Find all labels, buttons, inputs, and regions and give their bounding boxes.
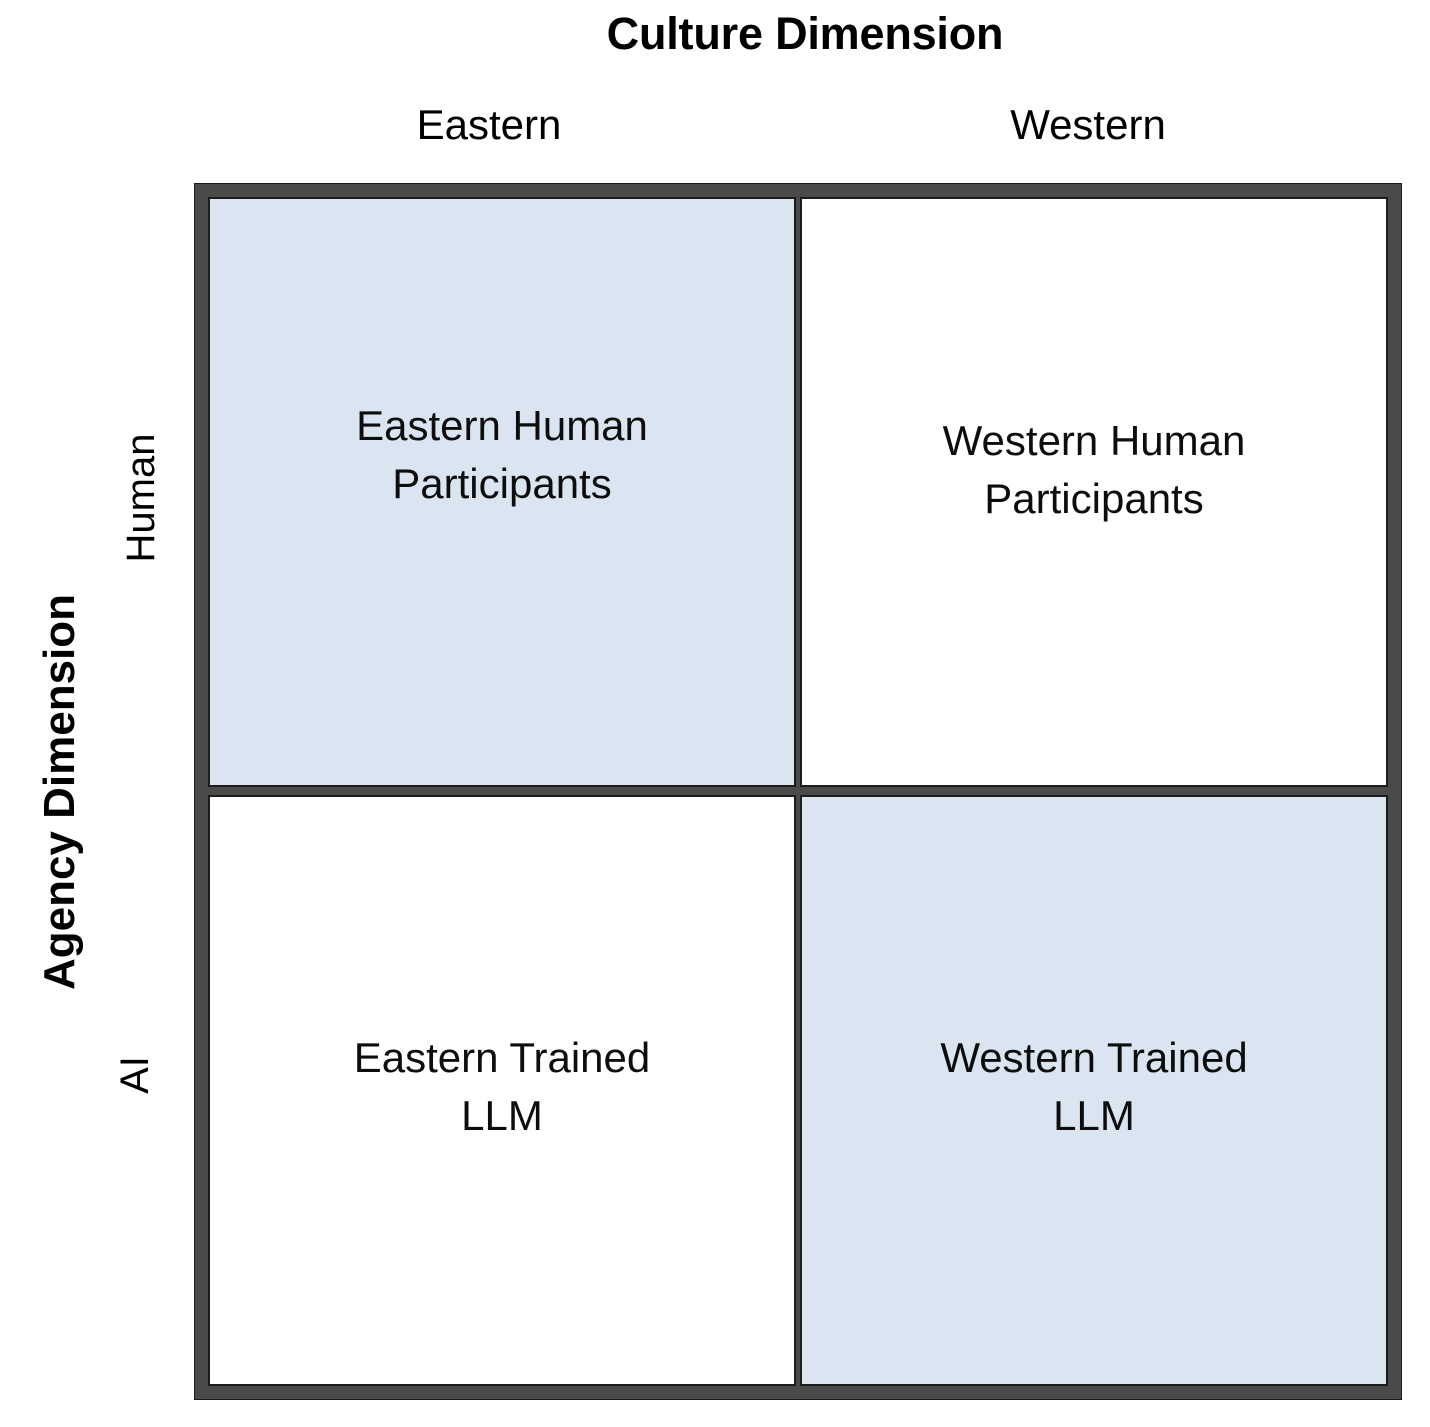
matrix-cell-western-llm[interactable]: Western Trained LLM: [800, 795, 1388, 1386]
matrix-outer-frame: Eastern Human Participants Western Human…: [194, 183, 1402, 1400]
matrix-cell-western-llm-label: Western Trained LLM: [940, 1033, 1248, 1139]
figure-title-text: Culture Dimension: [606, 8, 1004, 59]
row-header-human: Human: [119, 433, 163, 563]
matrix-grid: Eastern Human Participants Western Human…: [208, 197, 1388, 1386]
matrix-cell-western-human-label: Western Human Participants: [942, 417, 1246, 522]
matrix-cell-eastern-human[interactable]: Eastern Human Participants: [208, 197, 796, 787]
column-header-eastern: Eastern: [416, 101, 562, 148]
matrix-cell-eastern-human-label: Eastern Human Participants: [356, 402, 648, 507]
matrix-cell-western-human[interactable]: Western Human Participants: [800, 197, 1388, 787]
row-header-ai: AI: [113, 1056, 157, 1094]
matrix-cell-eastern-llm[interactable]: Eastern Trained LLM: [208, 795, 796, 1386]
column-header-western: Western: [1010, 101, 1166, 148]
agency-dimension-axis-title: Agency Dimension: [35, 593, 84, 991]
matrix-cell-eastern-llm-label: Eastern Trained LLM: [353, 1033, 651, 1139]
figure-title: Culture Dimension: [0, 8, 1430, 60]
